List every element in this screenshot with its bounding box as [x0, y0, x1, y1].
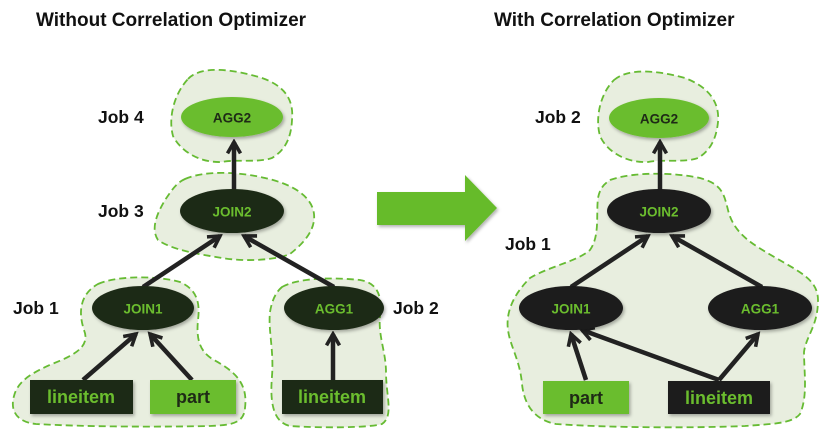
svg-text:lineitem: lineitem — [298, 387, 366, 407]
node-join2: JOIN2 — [607, 189, 711, 233]
svg-text:JOIN2: JOIN2 — [639, 205, 678, 220]
edge-agg1-join2 — [244, 234, 336, 289]
svg-text:AGG1: AGG1 — [741, 302, 780, 317]
table-lineitem: lineitem — [668, 381, 770, 414]
right-diagram: AGG2 JOIN2 JOIN1 AGG1 part lineitem Job … — [505, 70, 819, 429]
edge-join1-join2 — [569, 236, 648, 289]
svg-text:part: part — [176, 387, 210, 407]
right-title: With Correlation Optimizer — [494, 10, 735, 31]
table-lineitem-1: lineitem — [30, 380, 133, 414]
table-part: part — [543, 381, 629, 414]
edge-part-join1 — [571, 334, 589, 381]
edge-lineitem-join1 — [582, 330, 720, 383]
job-label-1: Job 1 — [505, 234, 551, 254]
table-part: part — [150, 380, 236, 414]
svg-text:lineitem: lineitem — [47, 387, 115, 407]
job-label-1: Job 1 — [13, 298, 59, 318]
svg-text:JOIN2: JOIN2 — [212, 205, 251, 220]
node-agg1: AGG1 — [284, 286, 384, 330]
edge-part-join1 — [150, 334, 194, 382]
right-arrow-icon — [377, 175, 497, 241]
svg-text:AGG2: AGG2 — [640, 112, 678, 127]
left-title: Without Correlation Optimizer — [36, 10, 307, 31]
svg-text:JOIN1: JOIN1 — [123, 302, 163, 317]
job-label-3: Job 3 — [98, 201, 144, 221]
node-agg2: AGG2 — [181, 97, 283, 137]
left-diagram: AGG2 JOIN2 JOIN1 AGG1 lineitem part line… — [12, 68, 439, 429]
edge-agg1-join2 — [672, 234, 764, 289]
node-join1: JOIN1 — [519, 286, 623, 330]
node-join1: JOIN1 — [92, 286, 194, 330]
node-agg2: AGG2 — [609, 98, 709, 138]
region-job1 — [506, 172, 819, 429]
node-join2: JOIN2 — [180, 189, 284, 233]
job-label-2: Job 2 — [535, 107, 581, 127]
edge-lineitem-join1 — [81, 334, 136, 382]
svg-text:part: part — [569, 388, 603, 408]
edge-lineitem-agg1 — [717, 334, 758, 382]
svg-text:AGG2: AGG2 — [213, 111, 251, 126]
table-lineitem-2: lineitem — [282, 380, 383, 414]
svg-text:lineitem: lineitem — [685, 388, 753, 408]
svg-text:AGG1: AGG1 — [315, 302, 354, 317]
svg-text:JOIN1: JOIN1 — [551, 302, 591, 317]
node-agg1: AGG1 — [708, 286, 812, 330]
job-label-2: Job 2 — [393, 298, 439, 318]
job-label-4: Job 4 — [98, 107, 144, 127]
edge-join1-join2 — [141, 236, 220, 289]
